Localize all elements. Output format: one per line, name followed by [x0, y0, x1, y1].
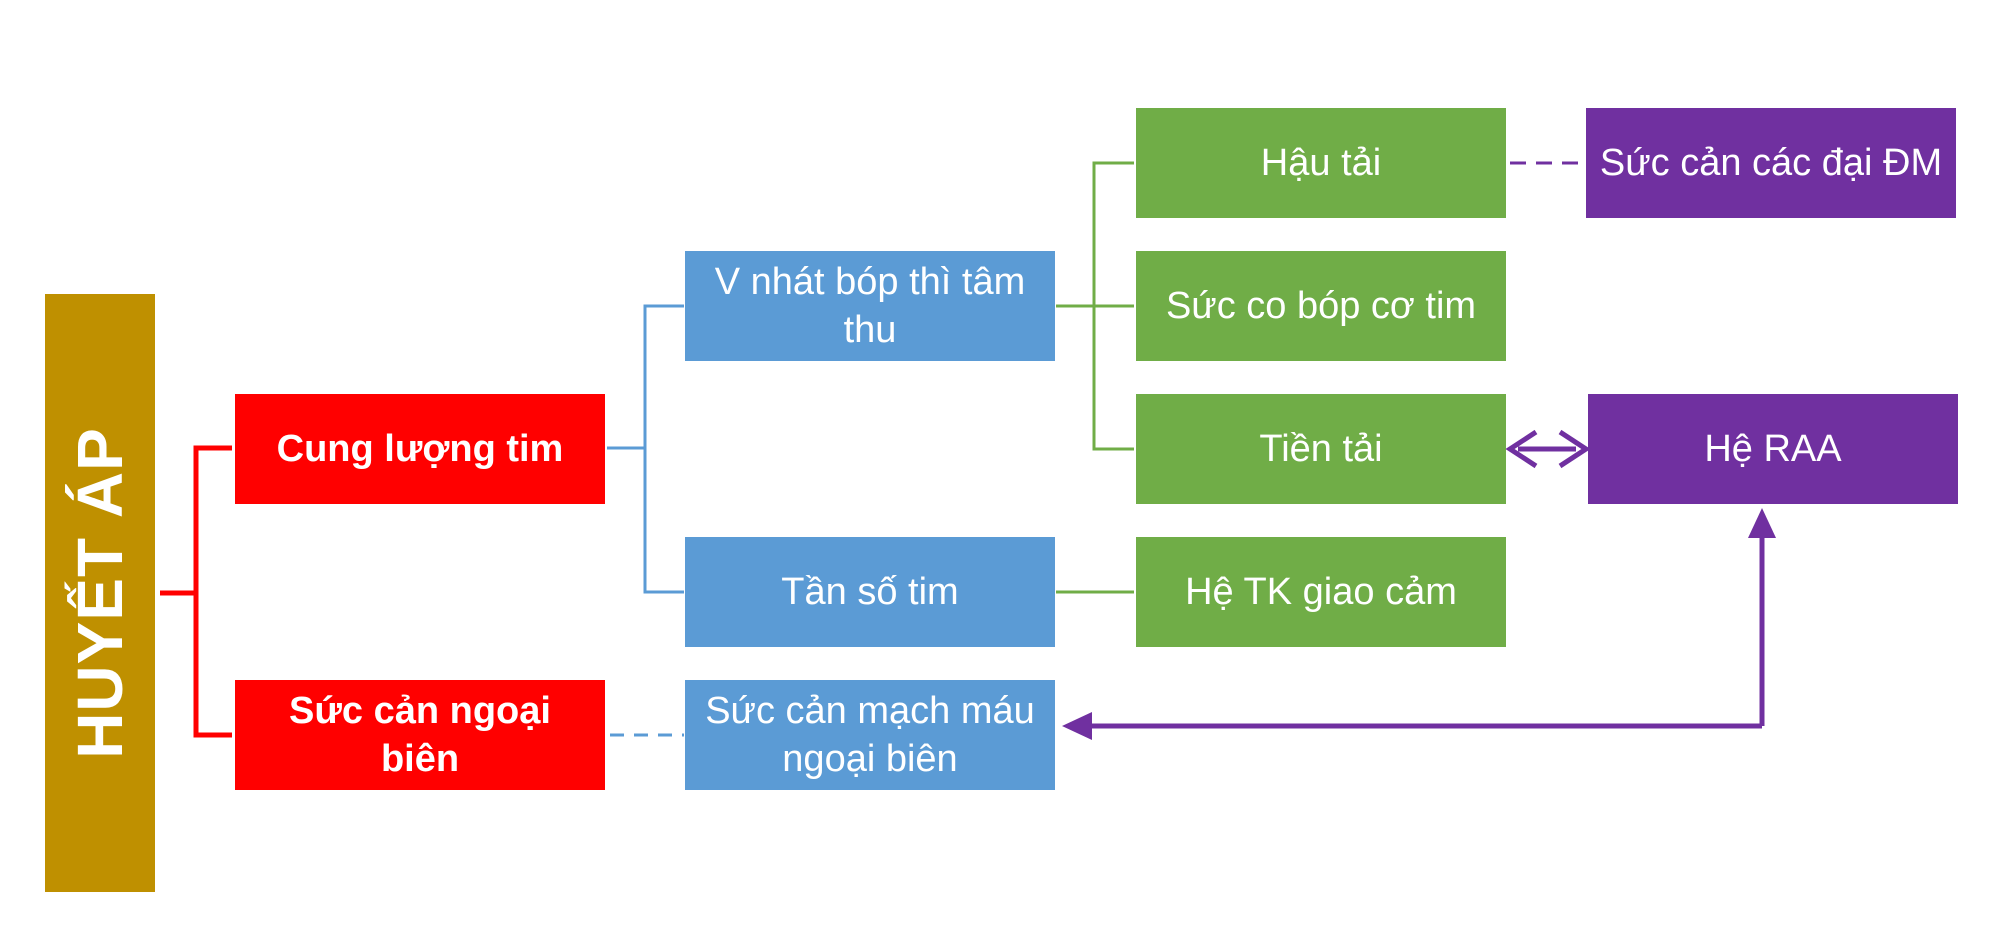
arrowhead-up — [1748, 508, 1776, 538]
node-peripheral-resistance-label: Sức cản ngoại biên — [289, 690, 551, 780]
node-preload: Tiền tải — [1136, 394, 1506, 504]
arrowhead-left — [1505, 429, 1538, 469]
arrowhead-right — [1558, 429, 1591, 469]
edge-root-cardiac-output — [160, 445, 232, 596]
node-raa-label: Hệ RAA — [1704, 428, 1842, 470]
node-stroke-volume-label: V nhát bóp thì tâm thu — [714, 261, 1026, 351]
node-aortic-resistance: Sức cản các đại ĐM — [1586, 108, 1956, 218]
root-node: HUYẾT ÁP — [45, 294, 155, 892]
node-peripheral-resistance: Sức cản ngoại biên — [235, 680, 605, 790]
node-contractility: Sức co bóp cơ tim — [1136, 251, 1506, 361]
edge-stroke-volume-branch — [1092, 161, 1134, 451]
node-cardiac-output: Cung lượng tim — [235, 394, 605, 504]
node-heart-rate: Tần số tim — [685, 537, 1055, 647]
edge-root-peripheral-resistance — [193, 593, 232, 738]
node-heart-rate-label: Tần số tim — [781, 571, 959, 613]
node-preload-label: Tiền tải — [1259, 428, 1383, 470]
arrowhead-left-vascular — [1062, 712, 1092, 740]
node-vascular-resistance-label: Sức cản mạch máu ngoại biên — [705, 690, 1035, 780]
node-stroke-volume: V nhát bóp thì tâm thu — [685, 251, 1055, 361]
node-sympathetic-label: Hệ TK giao cảm — [1185, 571, 1457, 613]
edge-cardiac-output-heart-rate — [643, 448, 684, 594]
node-aortic-resistance-label: Sức cản các đại ĐM — [1599, 142, 1943, 184]
node-sympathetic: Hệ TK giao cảm — [1136, 537, 1506, 647]
root-label: HUYẾT ÁP — [64, 427, 136, 759]
node-afterload: Hậu tải — [1136, 108, 1506, 218]
edge-cardiac-output-stroke-volume — [607, 304, 684, 450]
node-raa: Hệ RAA — [1588, 394, 1958, 504]
node-cardiac-output-label: Cung lượng tim — [276, 428, 564, 470]
node-vascular-resistance: Sức cản mạch máu ngoại biên — [685, 680, 1055, 790]
node-afterload-label: Hậu tải — [1260, 142, 1382, 184]
node-contractility-label: Sức co bóp cơ tim — [1165, 285, 1477, 327]
